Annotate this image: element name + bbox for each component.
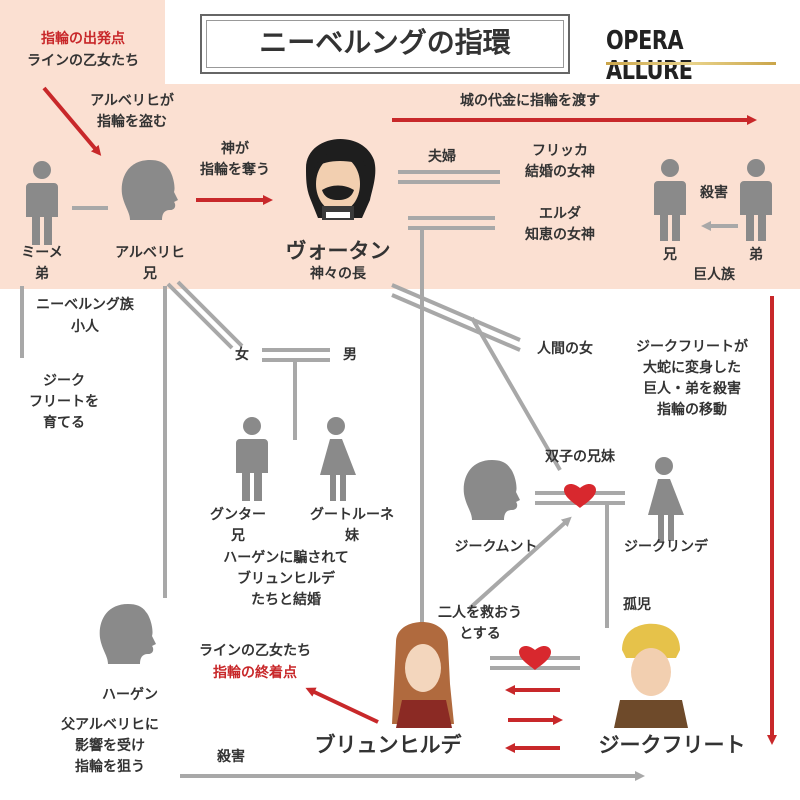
relation-label: 夫婦 — [428, 149, 456, 165]
relation-label: 二人を救おう — [438, 605, 522, 621]
head-silhouette-icon — [99, 604, 156, 664]
relation-label: 孤児 — [623, 597, 651, 613]
character-name: ジークムント — [454, 539, 538, 555]
person-icon — [740, 159, 772, 241]
head-silhouette-icon — [463, 460, 520, 520]
relation-label: 殺害 — [700, 185, 728, 201]
relation-label: 父アルベリヒに — [61, 717, 159, 733]
relation-label: とする — [459, 626, 501, 642]
siegfried-portrait — [614, 623, 688, 728]
end-subtitle: ラインの乙女たち — [199, 643, 311, 659]
woman-icon — [320, 417, 356, 501]
character-role: 兄 — [143, 266, 157, 282]
ring-arrows — [42, 86, 777, 753]
relation-label: フリートを — [29, 394, 99, 410]
character-role: 兄 — [663, 247, 677, 263]
origin-band — [0, 0, 165, 84]
character-name: ミーメ — [21, 245, 63, 261]
relation-label: ジーク — [43, 373, 85, 389]
character-name: フリッカ — [532, 143, 588, 159]
origin-subtitle: ラインの乙女たち — [27, 53, 139, 69]
character-role: 結婚の女神 — [525, 164, 595, 180]
clan-label: 小人 — [71, 319, 99, 335]
character-role: 妹 — [345, 528, 359, 544]
heart-icon — [519, 645, 551, 670]
clan-label: 巨人族 — [693, 267, 735, 283]
character-role: 男 — [343, 347, 357, 363]
relation-label: たちと結婚 — [251, 592, 321, 608]
origin-title: 指輪の出発点 — [41, 31, 125, 47]
character-name: ハーゲン — [102, 687, 158, 703]
relation-label: ブリュンヒルデ — [237, 571, 335, 587]
brand-underline — [606, 62, 776, 65]
title-frame — [200, 14, 570, 74]
character-role: 女 — [235, 347, 249, 363]
relation-label: ハーゲンに騙されて — [223, 550, 349, 566]
relation-label: 神が — [221, 141, 249, 157]
man-icon — [236, 417, 268, 501]
character-role: 弟 — [749, 247, 763, 263]
relation-lines — [20, 170, 738, 781]
relation-label: 城の代金に指輪を渡す — [460, 93, 600, 109]
person-icon — [654, 159, 686, 241]
character-name: エルダ — [539, 206, 581, 222]
character-role: 弟 — [35, 266, 49, 282]
character-name: ヴォータン — [285, 239, 391, 263]
character-name: 人間の女 — [537, 341, 593, 357]
person-icon — [26, 161, 58, 245]
woman-icon — [648, 457, 684, 541]
page-title: ニーベルングの指環 — [259, 26, 511, 59]
relation-label: アルベリヒが — [90, 93, 174, 109]
relation-label: 影響を受け — [75, 738, 145, 754]
relation-label: 大蛇に変身した — [643, 360, 741, 376]
relation-label: 巨人・弟を殺害 — [643, 381, 741, 397]
wotan-portrait — [306, 138, 376, 220]
brunnhilde-portrait — [392, 622, 454, 728]
character-name: ジークリンデ — [624, 539, 708, 555]
character-name: ジークフリート — [598, 733, 746, 757]
character-name: アルベリヒ — [115, 245, 185, 261]
relation-label: 指輪を狙う — [75, 759, 145, 775]
head-silhouette-icon — [121, 160, 178, 220]
relation-label: ジークフリートが — [636, 339, 748, 355]
character-role: 神々の長 — [310, 266, 366, 282]
brand-logo: OPERA ALLURE — [606, 26, 693, 86]
end-title: 指輪の終着点 — [213, 665, 297, 681]
character-name: グートルーネ — [310, 507, 394, 523]
relation-label: 双子の兄妹 — [545, 449, 615, 465]
character-role: 兄 — [231, 528, 245, 544]
character-role: 知恵の女神 — [525, 227, 595, 243]
relation-label: 指輪の移動 — [657, 402, 727, 418]
clan-label: ニーベルング族 — [36, 297, 134, 313]
relation-label: 育てる — [43, 415, 85, 431]
relation-label: 指輪を盗む — [97, 114, 167, 130]
heart-icon — [564, 483, 596, 508]
character-name: グンター — [210, 507, 266, 523]
character-name: ブリュンヒルデ — [314, 733, 462, 757]
relation-label: 殺害 — [217, 749, 245, 765]
relation-label: 指輪を奪う — [200, 162, 270, 178]
